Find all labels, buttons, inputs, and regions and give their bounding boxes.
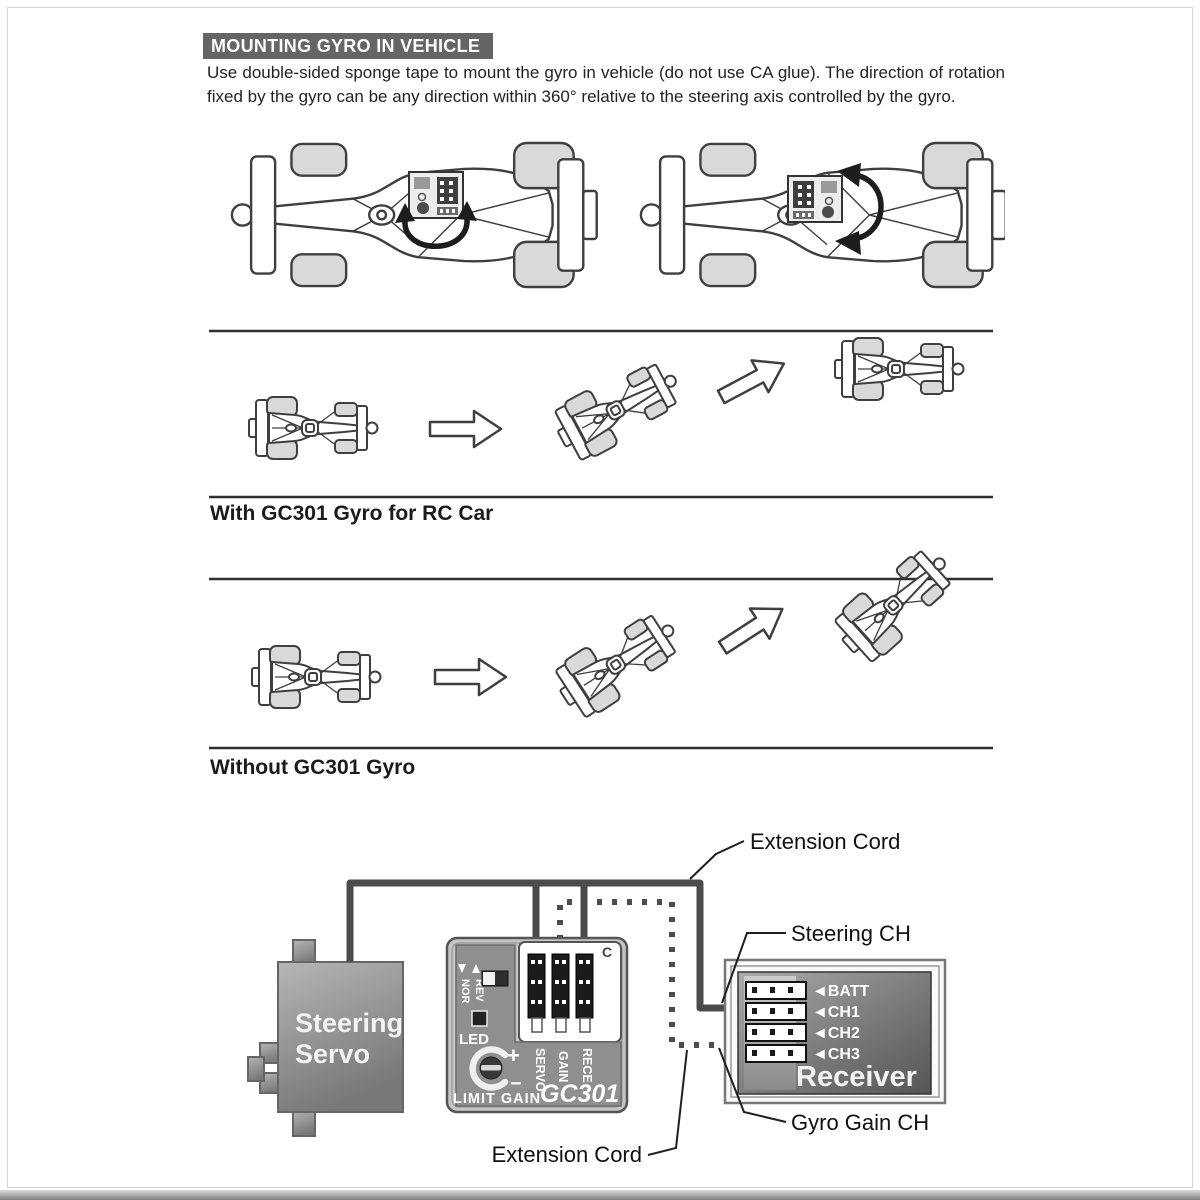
gyro-gain-ch-label: Gyro Gain CH	[791, 1110, 929, 1135]
led-indicator	[471, 1010, 488, 1027]
gain-dial: + −	[469, 1043, 522, 1095]
dial-plus-label: +	[507, 1043, 520, 1068]
receiver-port-ch3: ◄CH3	[812, 1046, 860, 1063]
receiver-port-ch1: ◄CH1	[812, 1004, 860, 1021]
nor-label: NOR	[459, 979, 471, 1004]
receiver-unit: ◄BATT ◄CH1 ◄CH2 ◄CH3 Receiver	[723, 958, 947, 1105]
rc-car-icon	[546, 600, 691, 725]
dial-minus-label: −	[510, 1073, 522, 1095]
page-title: MOUNTING GYRO IN VEHICLE	[203, 33, 493, 59]
with-gyro-label: With GC301 Gyro for RC Car	[210, 502, 494, 525]
receiver-name-label: Receiver	[796, 1061, 917, 1093]
gc301-unit: C REV NOR LED + − LIMIT GAIN	[445, 936, 629, 1114]
direction-arrow	[711, 592, 794, 664]
gc301-model-label: GC301	[540, 1080, 619, 1108]
gc301-pin-connectors	[527, 953, 594, 1033]
gyro-unit-icon	[408, 171, 464, 219]
leader-lines	[647, 840, 787, 1156]
receiver-connectors	[745, 981, 807, 1063]
led-label: LED	[459, 1031, 489, 1048]
steering-servo: Steering Servo	[247, 939, 404, 1137]
port-rece-label: RECE	[580, 1048, 594, 1083]
receiver-port-ch2: ◄CH2	[812, 1025, 860, 1042]
gyro-gain-cord-dotted	[557, 899, 727, 1048]
leader-gyro-gain-ch	[718, 1047, 787, 1123]
arrow-up-icon	[472, 964, 480, 973]
rc-car-icon	[826, 540, 966, 671]
rc-car-icon	[834, 337, 965, 401]
port-servo-label: SERVO	[533, 1048, 547, 1092]
rotation-arrow	[835, 163, 884, 255]
extension-cord-bottom-label: Extension Cord	[492, 1142, 642, 1167]
page-bottom-edge	[0, 1190, 1200, 1200]
leader-steering-ch	[721, 932, 786, 1004]
direction-arrow	[428, 409, 503, 449]
port-gain-label: GAIN	[556, 1051, 570, 1082]
car-top-view-left	[230, 141, 598, 289]
rc-car-icon	[251, 645, 382, 709]
wiring-diagram: Steering Servo	[247, 829, 947, 1167]
with-gyro-sequence	[209, 329, 993, 499]
leader-extension-cord-bottom	[647, 1049, 688, 1156]
car-top-view-right	[639, 141, 1005, 289]
arrow-down-icon	[458, 964, 466, 973]
rotation-arrow	[395, 201, 477, 249]
rc-car-icon	[546, 350, 691, 468]
gyro-mounting-diagram	[230, 141, 1005, 289]
intro-text: Use double-sided sponge tape to mount th…	[207, 63, 1005, 106]
steering-ch-label: Steering CH	[791, 921, 911, 946]
direction-arrow	[711, 346, 794, 415]
receiver-port-batt: ◄BATT	[812, 983, 870, 1000]
gc301-rev-nor-switch: REV NOR	[458, 964, 509, 1004]
rc-car-icon	[248, 396, 379, 460]
gc301-corner-mark: C	[602, 944, 612, 960]
direction-arrow	[433, 657, 508, 697]
servo-label-line2: Servo	[295, 1039, 370, 1069]
without-gyro-sequence	[209, 540, 993, 750]
leader-extension-cord-top	[689, 840, 745, 880]
extension-cord-top-label: Extension Cord	[750, 829, 900, 854]
gyro-unit-icon	[787, 175, 843, 223]
servo-label-line1: Steering	[295, 1008, 403, 1038]
limit-gain-label: LIMIT GAIN	[453, 1091, 541, 1107]
without-gyro-label: Without GC301 Gyro	[210, 756, 416, 779]
